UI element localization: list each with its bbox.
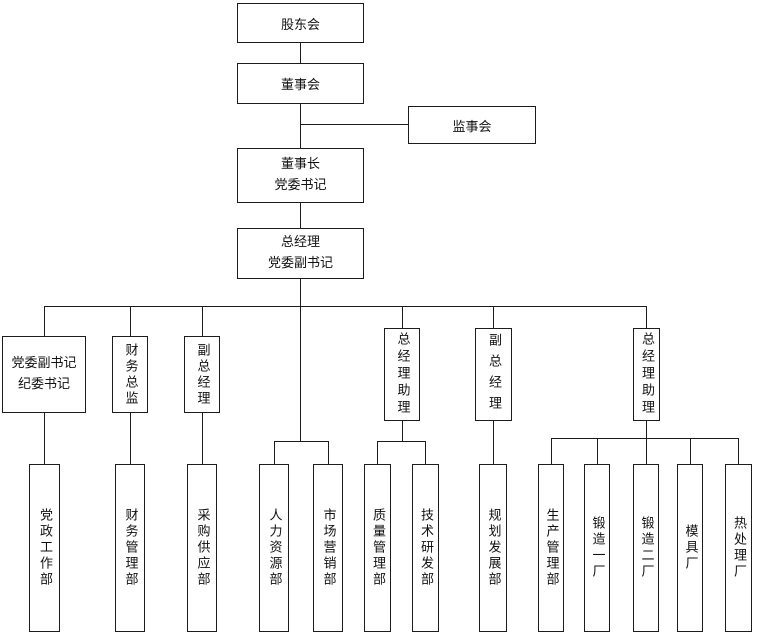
node-forging-plant-1-label: 锻造一厂 xyxy=(589,516,605,580)
node-party-government-work-dept: 党政工作部 xyxy=(29,464,60,632)
node-shareholders-meeting: 股东会 xyxy=(237,3,364,43)
connector-stub-hr xyxy=(274,441,275,464)
node-finance-director-label: 财务总监 xyxy=(122,342,138,407)
connector-bracket-plants xyxy=(551,438,739,439)
connector-distribution-bar xyxy=(44,306,647,307)
node-board-of-directors: 董事会 xyxy=(237,63,364,104)
node-human-resources-dept: 人力资源部 xyxy=(259,464,289,632)
node-mold-plant: 模具厂 xyxy=(677,464,703,632)
connector-dgm1-procurement-dept xyxy=(202,413,203,464)
node-financial-management-dept-label: 财务管理部 xyxy=(122,508,138,588)
node-procurement-supply-dept-label: 采购供应部 xyxy=(194,508,210,588)
node-mold-plant-label: 模具厂 xyxy=(682,524,698,572)
connector-dgm2-planning-dept xyxy=(493,421,494,464)
connector-drop-deputy-gm-1 xyxy=(202,306,203,336)
node-gm-assistant-2-label: 总经理助理 xyxy=(639,332,654,417)
node-procurement-supply-dept: 采购供应部 xyxy=(187,464,217,632)
node-gm-assistant-1-label: 总经理助理 xyxy=(394,332,410,417)
node-production-management-dept-label: 生产管理部 xyxy=(543,508,559,588)
connector-board-chairman xyxy=(300,104,301,148)
node-gm-assistant-1: 总经理助理 xyxy=(384,328,420,421)
node-board-of-directors-label: 董事会 xyxy=(280,78,320,93)
node-finance-director: 财务总监 xyxy=(112,336,148,413)
connector-gma1-bracket xyxy=(402,421,403,441)
node-technology-rd-dept-label: 技术研发部 xyxy=(418,508,433,588)
connector-board-supervisory xyxy=(300,124,408,125)
connector-chairman-gm xyxy=(300,203,301,228)
connector-stub-production xyxy=(551,438,552,464)
node-production-management-dept: 生产管理部 xyxy=(538,464,564,632)
connector-drop-gm-assistant-1 xyxy=(402,306,403,328)
node-general-manager-deputy-party-secretary: 总经理 党委副书记 xyxy=(237,228,364,279)
node-marketing-dept-label: 市场营销部 xyxy=(320,508,336,588)
connector-stub-mold xyxy=(690,438,691,464)
node-chairman-party-secretary-label: 董事长 党委书记 xyxy=(274,156,327,193)
connector-drop-gm-assistant-2 xyxy=(646,306,647,328)
connector-gm-spine xyxy=(300,279,301,441)
connector-shareholders-board xyxy=(300,43,301,63)
node-deputy-party-secretary-discipline-secretary: 党委副书记 纪委书记 xyxy=(2,336,86,413)
connector-drop-deputy-gm-2 xyxy=(493,306,494,328)
node-deputy-general-manager-2-label: 副总经理 xyxy=(486,332,501,417)
connector-stub-forging-1 xyxy=(597,438,598,464)
node-marketing-dept: 市场营销部 xyxy=(313,464,343,632)
node-forging-plant-2-label: 锻造二厂 xyxy=(638,516,654,580)
node-supervisory-board: 监事会 xyxy=(408,106,536,144)
connector-bracket-quality-rd xyxy=(377,441,426,442)
node-human-resources-dept-label: 人力资源部 xyxy=(266,508,282,588)
connector-stub-rd xyxy=(425,441,426,464)
node-forging-plant-1: 锻造一厂 xyxy=(584,464,610,632)
node-chairman-party-secretary: 董事长 党委书记 xyxy=(237,148,364,203)
connector-stub-quality xyxy=(377,441,378,464)
connector-drop-deputy-party-secretary xyxy=(44,306,45,336)
node-shareholders-meeting-label: 股东会 xyxy=(280,17,320,33)
connector-bracket-hr-marketing xyxy=(274,441,329,442)
node-planning-development-dept-label: 规划发展部 xyxy=(485,508,501,588)
connector-stub-forging-2 xyxy=(646,438,647,464)
connector-stub-heat-treatment xyxy=(738,438,739,464)
connector-stub-marketing xyxy=(328,441,329,464)
node-party-government-work-dept-label: 党政工作部 xyxy=(37,508,52,588)
node-general-manager-label: 总经理 党委副书记 xyxy=(267,234,333,271)
node-quality-management-dept-label: 质量管理部 xyxy=(370,508,385,588)
node-deputy-general-manager-1-label: 副总经理 xyxy=(194,342,210,407)
node-deputy-party-secretary-label: 党委副书记 纪委书记 xyxy=(11,355,77,392)
node-heat-treatment-plant-label: 热处理厂 xyxy=(731,516,746,580)
connector-cfo-finance-dept xyxy=(130,413,131,464)
node-heat-treatment-plant: 热处理厂 xyxy=(725,464,752,632)
node-gm-assistant-2: 总经理助理 xyxy=(633,328,660,421)
connector-gma2-bracket xyxy=(646,421,647,438)
node-financial-management-dept: 财务管理部 xyxy=(115,464,145,632)
node-planning-development-dept: 规划发展部 xyxy=(479,464,507,632)
node-deputy-general-manager-2: 副总经理 xyxy=(475,328,512,421)
connector-drop-finance-director xyxy=(130,306,131,336)
node-deputy-general-manager-1: 副总经理 xyxy=(184,336,220,413)
node-technology-rd-dept: 技术研发部 xyxy=(412,464,439,632)
node-supervisory-board-label: 监事会 xyxy=(452,119,492,135)
node-quality-management-dept: 质量管理部 xyxy=(364,464,391,632)
node-forging-plant-2: 锻造二厂 xyxy=(633,464,659,632)
connector-dps-party-dept xyxy=(44,413,45,464)
